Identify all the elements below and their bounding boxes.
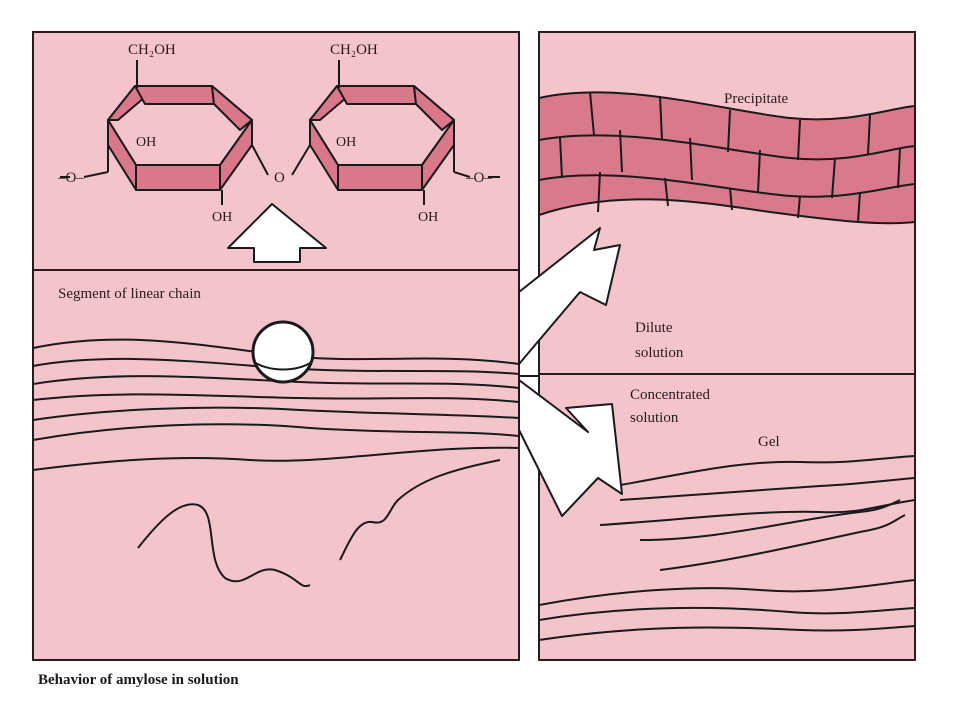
- helix-band: [253, 361, 313, 371]
- arrow-to-precipitate: [518, 227, 621, 365]
- zoom-up-arrow: [227, 203, 327, 263]
- concentrated-label-line1: Concentrated: [630, 387, 710, 403]
- concentrated-label-line2: solution: [630, 410, 679, 426]
- precipitate-bricks: [539, 91, 915, 225]
- helix-cross-section: [251, 320, 315, 384]
- dilute-label-line1: Dilute: [635, 320, 673, 336]
- left-bond-2: [83, 171, 109, 178]
- arrow-to-gel: [518, 379, 623, 517]
- gel-label: Gel: [758, 434, 780, 450]
- ring1-oh-label: OH: [136, 135, 156, 150]
- ring2-oh-label: OH: [336, 135, 356, 150]
- ring2-ch2oh-label: CH₂OH: [330, 42, 378, 58]
- ring1-bottom-oh-label: OH: [212, 210, 232, 225]
- gel-network: [539, 455, 915, 641]
- figure-caption: Behavior of amylose in solution: [38, 672, 239, 688]
- dilute-label-line2: solution: [635, 345, 684, 361]
- precipitate-label: Precipitate: [724, 91, 788, 107]
- glucose-ring-1: [107, 60, 269, 205]
- glycosidic-oxygen: O: [274, 170, 285, 186]
- left-linkage-oxygen: –O–: [57, 170, 84, 186]
- right-bond: [453, 171, 471, 178]
- right-linkage-oxygen: –O–: [465, 170, 492, 186]
- ring1-ch2oh-label: CH₂OH: [128, 42, 176, 58]
- segment-label: Segment of linear chain: [58, 286, 201, 302]
- glucose-ring-2: [291, 60, 455, 205]
- ring2-bottom-oh-label: OH: [418, 210, 438, 225]
